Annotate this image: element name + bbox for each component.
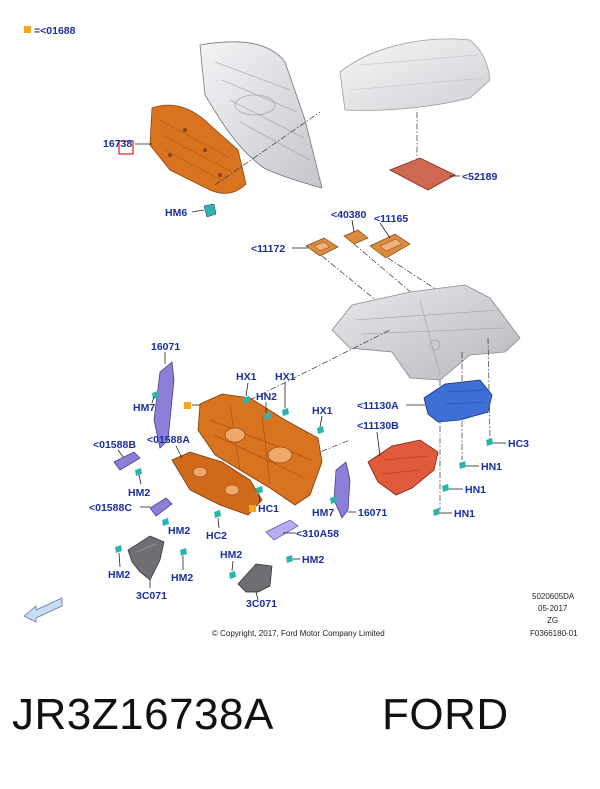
callout-highlight-box <box>118 140 134 155</box>
dash-panel-lower <box>171 451 263 516</box>
insulator-310a58 <box>265 519 299 541</box>
front-direction-arrow-icon <box>23 597 63 623</box>
fastener-hx1-c <box>317 426 324 434</box>
label-hc2: HC2 <box>206 530 227 542</box>
label-16071-right: 16071 <box>358 507 387 519</box>
brand-name: FORD <box>382 690 509 739</box>
label-hm7-left: HM7 <box>133 402 155 414</box>
fastener-hm7-right <box>330 496 337 504</box>
drawing-code: 5020605DA <box>532 592 575 601</box>
cowl-side-11130b <box>367 439 439 496</box>
fastener-hx1-b <box>282 408 289 416</box>
fastener-hc1 <box>256 486 263 494</box>
label-hm2-mid: HM2 <box>168 525 190 537</box>
fastener-hm2-mid <box>162 518 169 526</box>
label-hc1: HC1 <box>258 503 279 515</box>
label-hm7-right: HM7 <box>312 507 334 519</box>
label-11130b: <11130B <box>357 420 399 432</box>
label-hm2-3c-d: HM2 <box>302 554 324 566</box>
fastener-hx1-a <box>243 396 250 404</box>
seal-01588b <box>113 451 141 471</box>
hood-panel <box>199 41 323 189</box>
exploded-parts-diagram: =<01688 16738 HM6 <52189 <40380 <box>23 25 578 638</box>
bracket-3c071-right <box>237 563 273 593</box>
label-01588b: <01588B <box>93 439 136 451</box>
label-52189: <52189 <box>462 171 497 183</box>
label-01588c: <01588C <box>89 502 132 514</box>
fastener-hc2 <box>214 510 221 518</box>
dash-panel-insulator <box>197 393 323 506</box>
label-hn2: HN2 <box>256 391 277 403</box>
drawing-date: 05-2017 <box>538 604 568 613</box>
label-hm2-3c-a: HM2 <box>108 569 130 581</box>
label-hn1-c: HN1 <box>454 508 475 520</box>
caption-bar: JR3Z16738A FORD <box>0 690 600 760</box>
label-hc3: HC3 <box>508 438 529 450</box>
label-3c071-right: 3C071 <box>246 598 277 610</box>
label-hn1-b: HN1 <box>465 484 486 496</box>
hood-insulator-16738 <box>149 104 247 194</box>
label-310a58: <310A58 <box>296 528 339 540</box>
seal-01588c <box>149 497 173 517</box>
bracket-11172 <box>305 237 339 257</box>
label-hm2-3c-c: HM2 <box>220 549 242 561</box>
copyright-text: © Copyright, 2017, Ford Motor Company Li… <box>212 629 385 638</box>
panel-16071-right <box>333 461 351 519</box>
figure-number: F0366180-01 <box>530 629 578 638</box>
fastener-hm6 <box>203 203 217 218</box>
fastener-hm2-3c-b <box>180 548 187 556</box>
fastener-hm2-3c-a <box>115 545 122 553</box>
roof-panel <box>339 38 491 111</box>
fastener-hn1-a <box>459 461 466 469</box>
legend: =<01688 <box>24 25 76 37</box>
label-16071-left: 16071 <box>151 341 180 353</box>
label-hm6: HM6 <box>165 207 187 219</box>
fastener-hn2 <box>264 412 271 420</box>
fastener-hm2-left <box>135 468 142 476</box>
legend-marker-hc1 <box>249 505 256 512</box>
label-16738: 16738 <box>103 138 132 150</box>
cowl-side-11130a <box>423 379 493 423</box>
legend-text: =<01688 <box>34 25 76 37</box>
label-3c071-left: 3C071 <box>136 590 167 602</box>
legend-swatch <box>24 26 31 33</box>
bracket-40380 <box>343 229 369 245</box>
roof-pad-52189 <box>389 157 456 191</box>
drawing-zg: ZG <box>547 616 558 625</box>
label-hm2-left: HM2 <box>128 487 150 499</box>
label-11172: <11172 <box>251 243 285 255</box>
label-hx1-b: HX1 <box>275 371 296 383</box>
fastener-hm2-3c-d <box>286 555 293 563</box>
label-hn1-a: HN1 <box>481 461 502 473</box>
fastener-hm2-3c-c <box>229 571 236 579</box>
legend-marker-dash <box>184 402 191 409</box>
bracket-3c071-left <box>127 535 165 581</box>
label-01588a: <01588A <box>147 434 190 446</box>
label-11165: <11165 <box>374 213 408 225</box>
fastener-hc3 <box>486 438 493 446</box>
fastener-hn1-c <box>433 508 440 516</box>
label-11130a: <11130A <box>357 400 399 412</box>
label-hm2-3c-b: HM2 <box>171 572 193 584</box>
label-40380: <40380 <box>331 209 366 221</box>
panel-16071-left <box>153 361 175 449</box>
bracket-11165 <box>369 233 411 259</box>
part-number: JR3Z16738A <box>12 690 274 739</box>
floor-pan <box>331 284 521 381</box>
label-hx1-c: HX1 <box>312 405 333 417</box>
fastener-hn1-b <box>442 484 449 492</box>
label-hx1-a: HX1 <box>236 371 257 383</box>
